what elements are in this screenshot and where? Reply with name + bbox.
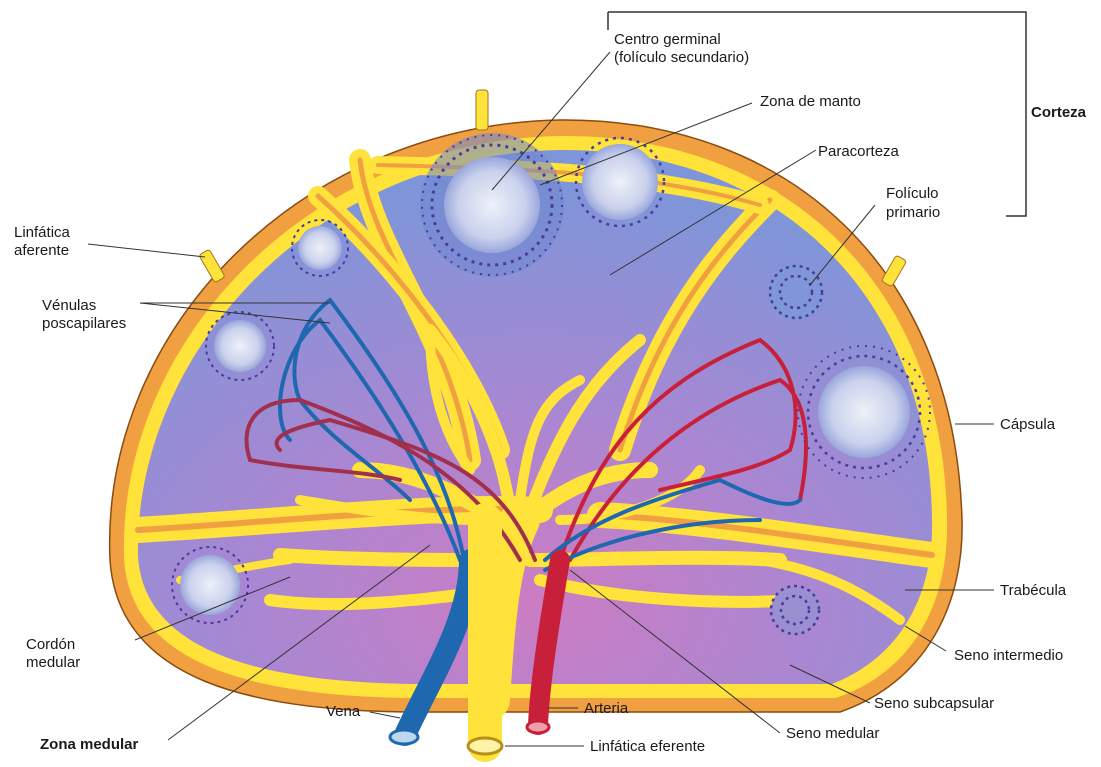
- label-linfatica-eferente: Linfática eferente: [590, 737, 705, 756]
- label-linfatica-aferente-1: Linfática: [14, 223, 70, 242]
- label-arteria: Arteria: [584, 699, 628, 718]
- artery-end: [527, 721, 549, 733]
- label-zona-manto: Zona de manto: [760, 92, 861, 111]
- label-seno-intermedio: Seno intermedio: [954, 646, 1063, 665]
- label-cordon-1: Cordón: [26, 635, 75, 654]
- label-centro-germinal-2: (folículo secundario): [614, 48, 749, 67]
- label-venulas-2: poscapilares: [42, 314, 126, 333]
- label-foliculo-2: primario: [886, 203, 940, 222]
- efferent-lymphatic-end: [468, 738, 502, 754]
- label-linfatica-aferente-2: aferente: [14, 241, 69, 260]
- label-centro-germinal-1: Centro germinal: [614, 30, 721, 49]
- label-cordon-2: medular: [26, 653, 80, 672]
- label-capsula: Cápsula: [1000, 415, 1055, 434]
- label-seno-subcapsular: Seno subcapsular: [874, 694, 994, 713]
- label-venulas-1: Vénulas: [42, 296, 96, 315]
- label-trabecula: Trabécula: [1000, 581, 1066, 600]
- label-paracorteza: Paracorteza: [818, 142, 899, 161]
- label-zona-medular: Zona medular: [40, 735, 138, 754]
- label-foliculo-1: Folículo: [886, 184, 939, 203]
- label-corteza: Corteza: [1031, 103, 1086, 122]
- label-seno-medular: Seno medular: [786, 724, 879, 743]
- vein-end: [390, 730, 418, 744]
- label-vena: Vena: [326, 702, 360, 721]
